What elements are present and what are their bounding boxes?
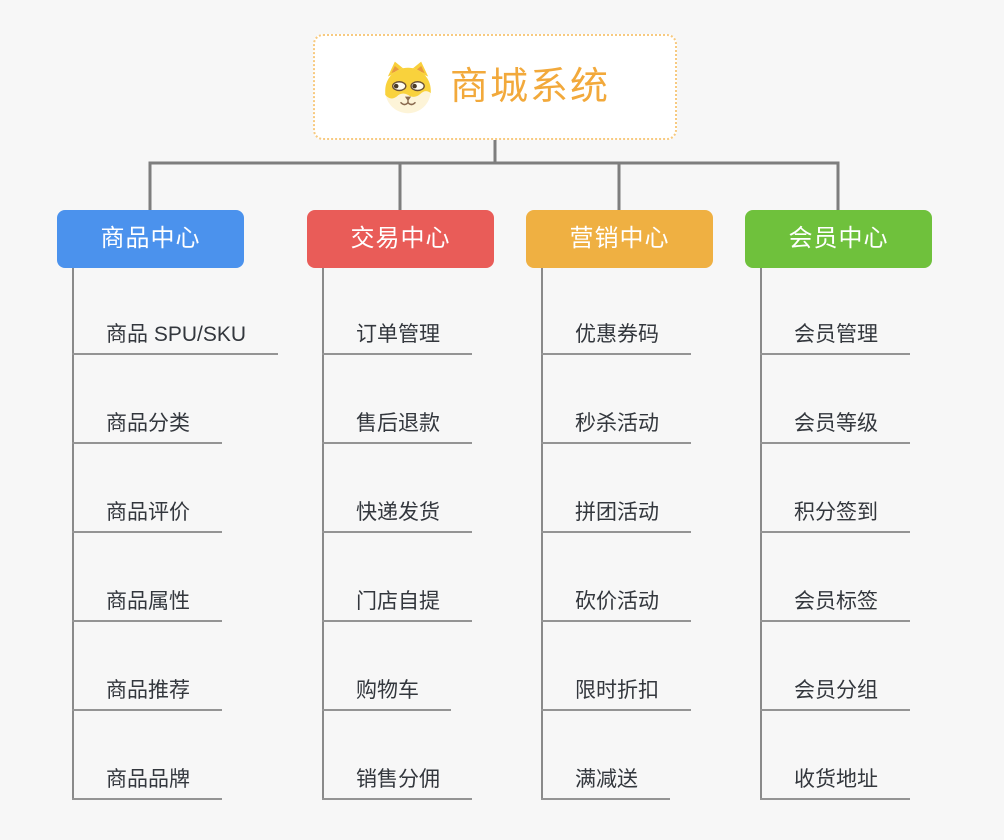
child-node-label: 收货地址 [794,767,878,791]
child-node[interactable]: 订单管理 [322,268,472,355]
child-node-label: 门店自提 [356,589,440,613]
child-node[interactable]: 砍价活动 [541,533,691,622]
child-node-label: 商品品牌 [106,767,190,791]
child-node[interactable]: 会员管理 [760,268,910,355]
child-node-label: 商品推荐 [106,678,190,702]
trunk-line [322,268,324,800]
child-node-label: 销售分佣 [356,767,440,791]
child-node-label: 订单管理 [356,322,440,346]
child-node[interactable]: 商品品牌 [72,711,222,800]
trunk-line [541,268,543,800]
child-node[interactable]: 购物车 [322,622,451,711]
branch-column-product: 商品中心 商品 SPU/SKU 商品分类 商品评价 商品属性 商品推荐 商品品牌 [57,210,279,800]
child-node[interactable]: 售后退款 [322,355,472,444]
branch-children: 商品 SPU/SKU 商品分类 商品评价 商品属性 商品推荐 商品品牌 [72,268,279,800]
branch-children: 优惠券码 秒杀活动 拼团活动 砍价活动 限时折扣 满减送 [541,268,691,800]
trunk-line [760,268,762,800]
branch-node-marketing[interactable]: 营销中心 [526,210,713,268]
branch-column-trade: 交易中心 订单管理 售后退款 快递发货 门店自提 购物车 销售分佣 [307,210,494,800]
child-node[interactable]: 门店自提 [322,533,472,622]
child-node-label: 快递发货 [356,500,440,524]
child-node[interactable]: 会员标签 [760,533,910,622]
child-node[interactable]: 优惠券码 [541,268,691,355]
branch-children: 订单管理 售后退款 快递发货 门店自提 购物车 销售分佣 [322,268,472,800]
child-node[interactable]: 拼团活动 [541,444,691,533]
child-node-label: 秒杀活动 [575,411,659,435]
child-node[interactable]: 商品评价 [72,444,222,533]
child-node-label: 限时折扣 [575,678,659,702]
branch-node-product[interactable]: 商品中心 [57,210,244,268]
branch-children: 会员管理 会员等级 积分签到 会员标签 会员分组 收货地址 [760,268,910,800]
shiba-dog-icon [380,59,436,115]
branch-node-label: 交易中心 [350,225,451,252]
child-node-label: 商品评价 [106,500,190,524]
child-node[interactable]: 秒杀活动 [541,355,691,444]
child-node[interactable]: 积分签到 [760,444,910,533]
child-node-label: 满减送 [575,767,638,791]
child-node-label: 拼团活动 [575,500,659,524]
child-node[interactable]: 商品属性 [72,533,222,622]
child-node-label: 商品 SPU/SKU [106,322,247,346]
child-node[interactable]: 商品推荐 [72,622,222,711]
child-node[interactable]: 商品 SPU/SKU [72,268,279,355]
child-node-label: 积分签到 [794,500,878,524]
root-node[interactable]: 商城系统 [313,34,677,140]
child-node-label: 购物车 [356,678,419,702]
child-node[interactable]: 商品分类 [72,355,222,444]
child-node-label: 优惠券码 [575,322,659,346]
child-node-label: 会员分组 [794,678,878,702]
child-node[interactable]: 限时折扣 [541,622,691,711]
branch-node-label: 会员中心 [788,225,889,252]
branch-node-label: 商品中心 [100,225,201,252]
child-node-label: 会员等级 [794,411,878,435]
child-node[interactable]: 满减送 [541,711,670,800]
branch-column-member: 会员中心 会员管理 会员等级 积分签到 会员标签 会员分组 收货地址 [745,210,932,800]
branch-node-member[interactable]: 会员中心 [745,210,932,268]
child-node[interactable]: 会员等级 [760,355,910,444]
child-node[interactable]: 销售分佣 [322,711,472,800]
child-node-label: 商品属性 [106,589,190,613]
child-node-label: 会员标签 [794,589,878,613]
child-node-label: 会员管理 [794,322,878,346]
child-node-label: 商品分类 [106,411,190,435]
branch-node-trade[interactable]: 交易中心 [307,210,494,268]
trunk-line [72,268,74,800]
child-node[interactable]: 快递发货 [322,444,472,533]
branch-column-marketing: 营销中心 优惠券码 秒杀活动 拼团活动 砍价活动 限时折扣 满减送 [526,210,713,800]
child-node-label: 售后退款 [356,411,440,435]
root-node-title: 商城系统 [449,66,610,108]
child-node-label: 砍价活动 [575,589,659,613]
branch-node-label: 营销中心 [569,225,670,252]
child-node[interactable]: 会员分组 [760,622,910,711]
child-node[interactable]: 收货地址 [760,711,910,800]
